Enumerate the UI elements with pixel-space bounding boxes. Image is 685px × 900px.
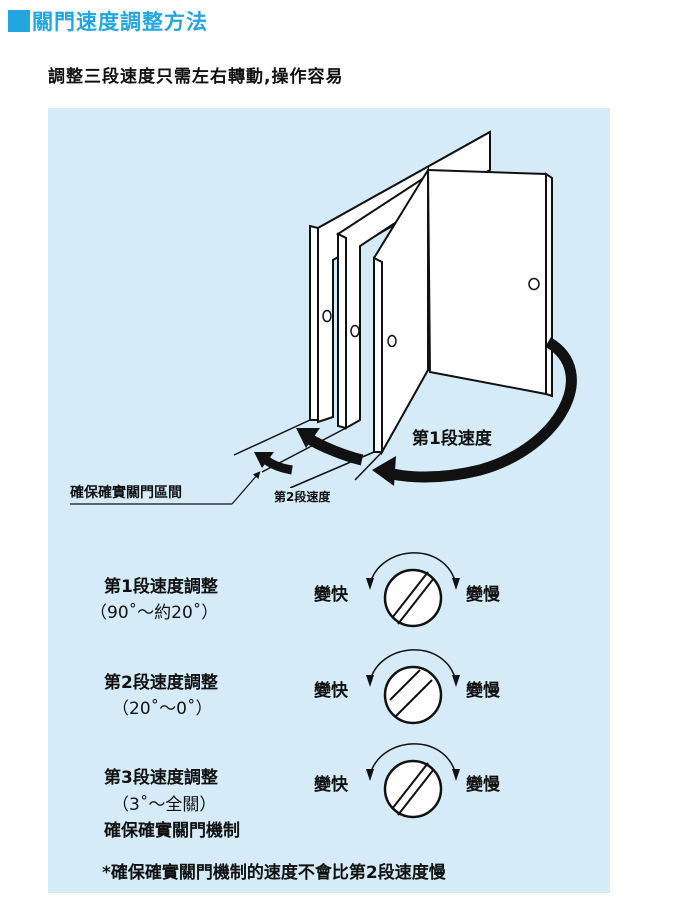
- adjust-3-title: 第3段速度調整: [104, 768, 218, 788]
- adjust-2-slower: 變慢: [466, 681, 500, 701]
- leader-line-arrow: [231, 471, 261, 505]
- adjust-1-faster: 變快: [314, 585, 348, 605]
- adjust-2-range: （20˚～0˚）: [112, 699, 213, 719]
- adjust-dial-icon: [366, 552, 460, 628]
- footnote: *確保確實關門機制的速度不會比第2段速度慢: [102, 863, 446, 883]
- adjust-3-slower: 變慢: [466, 775, 500, 795]
- page-title: 關門速度調整方法: [32, 10, 208, 34]
- adjust-2-title: 第2段速度調整: [104, 673, 218, 693]
- adjust-1-slower: 變慢: [466, 585, 500, 605]
- adjust-1-title: 第1段速度調整: [104, 577, 218, 597]
- adjust-dial-icon: [366, 649, 460, 725]
- adjust-3-range: （3˚～全關）: [112, 795, 217, 815]
- adjust-3-extra: 確保確實關門機制: [104, 821, 240, 841]
- adjust-2-faster: 變快: [314, 681, 348, 701]
- adjust-3-faster: 變快: [314, 775, 348, 795]
- speed1-label: 第1段速度: [412, 429, 492, 449]
- adjust-1-range: （90˚～約20˚）: [90, 603, 219, 623]
- speed2-label: 第2段速度: [274, 488, 331, 505]
- latch-zone-label: 確保確實關門區間: [70, 485, 182, 501]
- door-open: [426, 168, 553, 398]
- adjust-dial-icon: [366, 743, 460, 819]
- speed-arrow-icon: [254, 337, 577, 486]
- square-bullet-icon: [8, 10, 30, 32]
- section-header: 關門速度調整方法: [8, 6, 208, 36]
- page-subtitle: 調整三段速度只需左右轉動,操作容易: [48, 67, 344, 87]
